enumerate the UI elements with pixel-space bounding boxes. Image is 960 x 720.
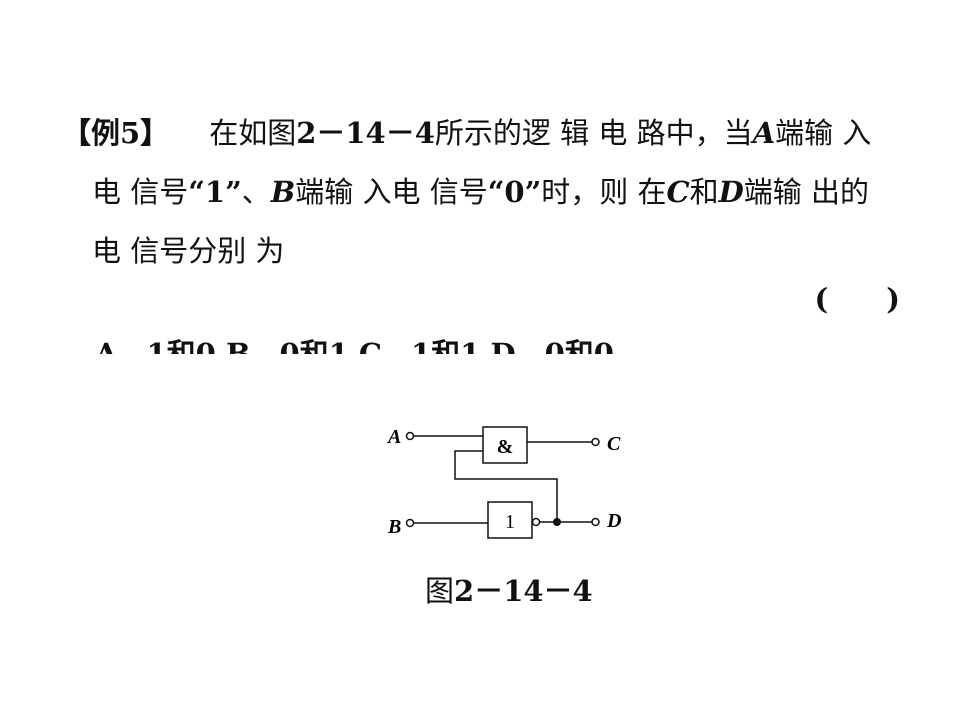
label-b: B xyxy=(387,516,401,538)
and-gate xyxy=(482,426,528,464)
question-line-2: 电 信号“1”、B端输 入电 信号“0”时，则 在C和D端输 出的 xyxy=(92,175,869,209)
terminal-a xyxy=(405,431,415,441)
question-line-3: 电 信号分别 为 xyxy=(92,234,285,268)
inverter-bubble xyxy=(531,517,541,527)
terminal-b xyxy=(405,518,415,528)
and-gate-label: & xyxy=(497,436,514,458)
label-c: C xyxy=(607,433,621,455)
terminal-c xyxy=(591,437,600,447)
or-gate-label: 1 xyxy=(505,511,515,533)
feedback-wire xyxy=(454,450,558,522)
question-line-1: 【例5】在如图2－14－4所示的逻 辑 电 路中，当A端输 入 xyxy=(62,116,872,150)
example-tag: 【例5】 xyxy=(62,116,170,150)
answer-parentheses: ( ) xyxy=(814,282,900,316)
or-gate xyxy=(487,501,533,539)
label-a: A xyxy=(386,426,401,448)
label-d: D xyxy=(606,510,621,532)
logic-circuit-diagram: & 1 A C B D xyxy=(386,426,621,539)
terminal-d xyxy=(591,517,600,527)
question-text: 【例5】在如图2－14－4所示的逻 辑 电 路中，当A端输 入 电 信号“1”、… xyxy=(62,104,902,281)
figure-caption: 图2－14－4 xyxy=(425,574,593,608)
options-clipped: A．1和0 B．0和1 C．1和1 D．0和0 xyxy=(95,337,614,355)
